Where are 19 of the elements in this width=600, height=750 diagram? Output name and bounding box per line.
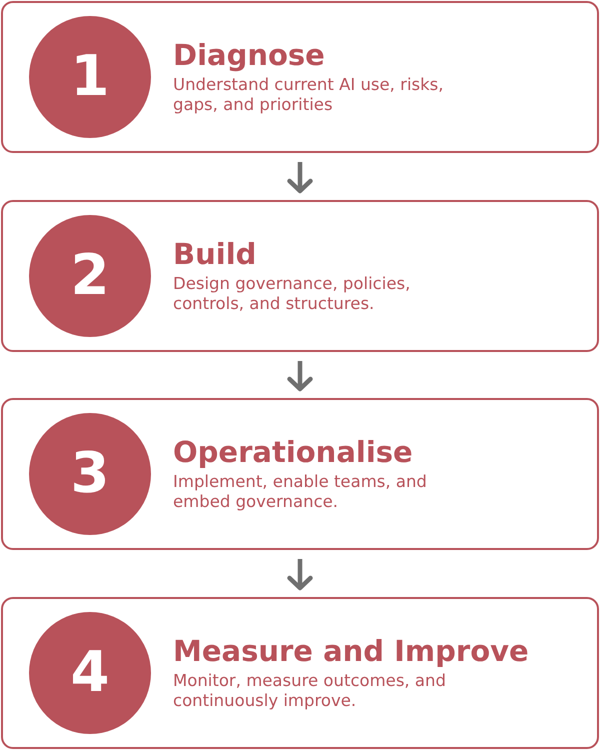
down-arrow (287, 559, 313, 590)
step-number: 2 (70, 248, 110, 304)
step-card (1, 1, 599, 153)
step-number: 1 (70, 49, 110, 105)
step-title: Operationalise (173, 434, 413, 470)
step-title: Measure and Improve (173, 634, 529, 669)
step-description: Design governance, policies, controls, and structures. (173, 274, 412, 316)
step-description: Understand current AI use, risks, gaps, and priorities (173, 74, 445, 116)
step-number: 4 (70, 645, 110, 701)
down-arrow (287, 361, 313, 392)
step-number: 3 (70, 446, 110, 502)
step-card (1, 398, 599, 550)
step-title: Diagnose (173, 38, 325, 73)
step-title: Build (173, 236, 256, 272)
down-arrow (287, 162, 313, 194)
step-card (1, 200, 599, 352)
step-card (1, 597, 599, 749)
step-description: Monitor, measure outcomes, and continuously improve. (173, 670, 447, 712)
step-description: Implement, enable teams, and embed governance. (173, 472, 428, 514)
